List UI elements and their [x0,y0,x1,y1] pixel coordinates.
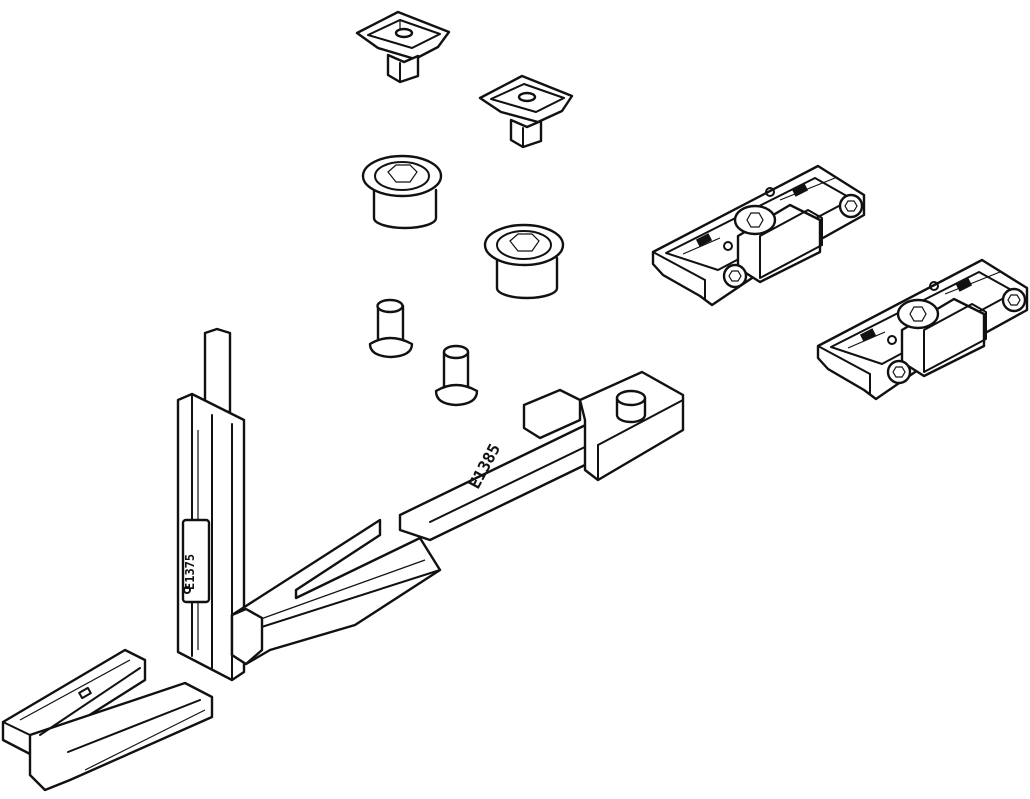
bushing-1 [361,154,443,230]
screw-2 [434,344,479,407]
square-cap-1 [355,10,451,84]
vertical-post: E1375 [176,327,246,682]
horizontal-arm: E1385 [230,370,685,666]
post-label: E1375 [183,554,197,590]
rail-segment [1,648,214,792]
carriage-1 [651,164,866,307]
screw-1 [368,298,414,359]
carriage-2 [816,258,1029,401]
square-cap-2 [478,74,574,149]
bushing-2 [483,223,565,300]
